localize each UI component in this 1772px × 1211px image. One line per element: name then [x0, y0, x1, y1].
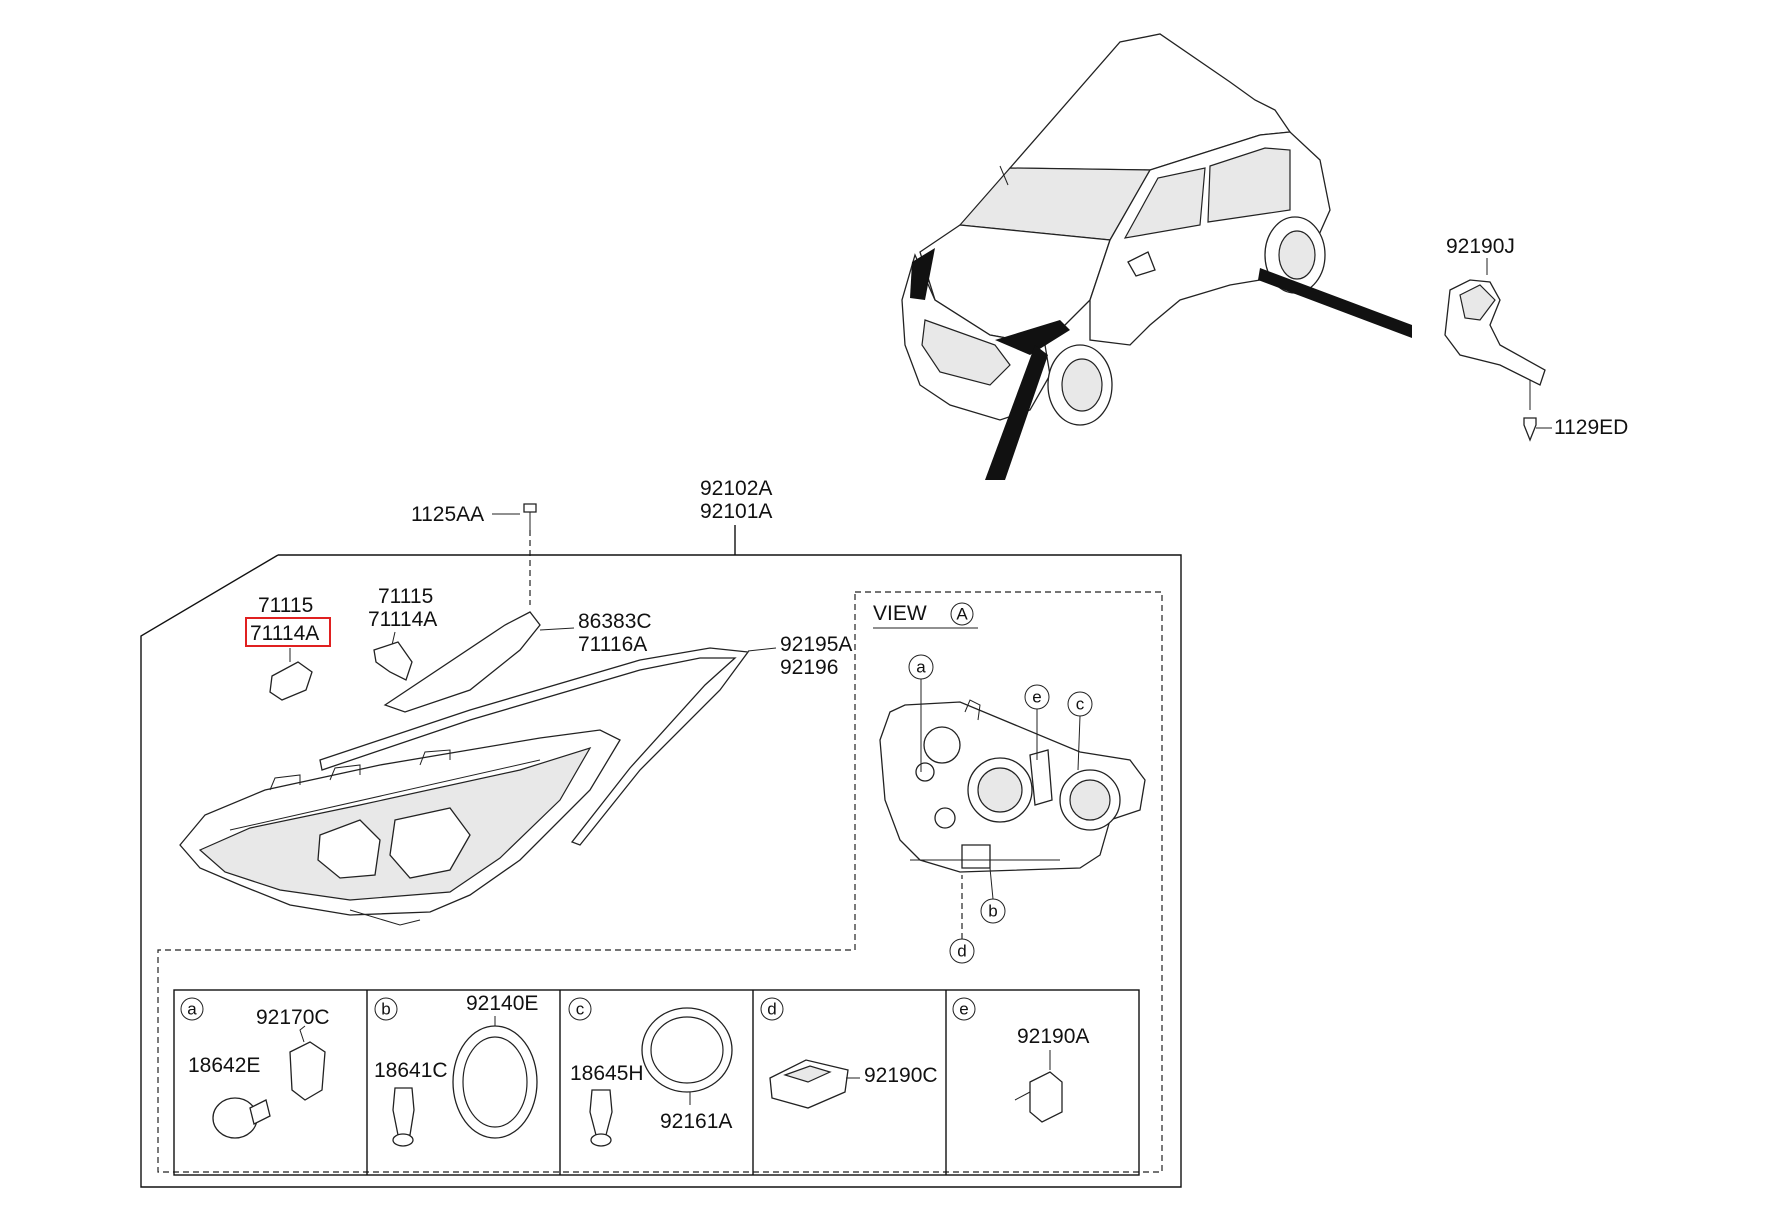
detail-table — [173, 989, 1140, 1176]
label-18641C: 18641C — [374, 1059, 448, 1082]
callout-e-letter: e — [1032, 688, 1041, 707]
callout-c-letter: c — [1076, 695, 1085, 714]
ring-92161A — [641, 1007, 733, 1093]
label-92195A: 92195A — [780, 633, 852, 656]
label-92190A: 92190A — [1017, 1025, 1089, 1048]
label-92196: 92196 — [780, 656, 838, 679]
callout-b-letter: b — [988, 902, 997, 921]
cell-a-badge — [180, 997, 204, 1021]
bulb-18642E — [212, 1097, 271, 1139]
label-71116A: 71116A — [578, 633, 647, 656]
bolt-1125AA — [523, 503, 537, 605]
bulb-18641C — [392, 1087, 415, 1147]
trim-strip-92195A — [319, 647, 750, 846]
callout-d-letter: d — [957, 942, 966, 961]
level-sensor-bracket: 92190J 1129ED — [1444, 235, 1628, 442]
label-92140E: 92140E — [466, 992, 538, 1015]
bracket-71114A-mid — [373, 641, 413, 681]
cell-e-letter: e — [959, 1000, 968, 1019]
cell-d-badge — [760, 997, 784, 1021]
cell-c-badge — [568, 997, 592, 1021]
highlight-box-71114A — [245, 617, 331, 647]
socket-92170C — [289, 1025, 326, 1101]
label-92102A: 92102A — [700, 477, 772, 500]
label-86383C: 86383C — [578, 610, 652, 633]
bracket-71114A-left — [269, 661, 313, 701]
cell-c-letter: c — [576, 1000, 585, 1019]
actuator-92190A — [1014, 1071, 1063, 1123]
cell-a-letter: a — [187, 1000, 197, 1019]
headlamp-assembly — [179, 729, 621, 926]
bracket-86383C — [383, 611, 541, 713]
label-92170C: 92170C — [256, 1006, 330, 1029]
label-71115-mid: 71115 — [378, 585, 433, 608]
cell-e-badge — [952, 997, 976, 1021]
ballast-92190C — [769, 1059, 849, 1109]
lamp-rear-view — [879, 699, 1146, 873]
label-92161A: 92161A — [660, 1110, 732, 1133]
label-71115-left: 71115 — [258, 594, 313, 617]
ring-92140E — [452, 1025, 538, 1139]
view-circle-letter: A — [956, 605, 968, 624]
cell-b-badge — [374, 997, 398, 1021]
cell-b-letter: b — [381, 1000, 390, 1019]
label-71114A-mid: 71114A — [368, 608, 437, 631]
bulb-18645H — [589, 1089, 613, 1147]
callout-a-letter: a — [916, 658, 926, 677]
label-18642E: 18642E — [188, 1054, 260, 1077]
label-71114A-left: 71114A — [250, 622, 319, 645]
view-label: VIEW — [873, 602, 927, 625]
assembly-frame — [140, 554, 1182, 1188]
label-92190C: 92190C — [864, 1064, 938, 1087]
view-circle — [950, 602, 974, 626]
label-1125AA: 1125AA — [411, 503, 484, 526]
label-92101A: 92101A — [700, 500, 772, 523]
cell-d-letter: d — [767, 1000, 776, 1019]
label-92190J: 92190J — [1446, 235, 1515, 258]
label-1129ED: 1129ED — [1554, 416, 1628, 439]
vehicle-illustration — [901, 33, 1412, 480]
view-A-frame — [157, 591, 1163, 1173]
label-18645H: 18645H — [570, 1062, 644, 1085]
